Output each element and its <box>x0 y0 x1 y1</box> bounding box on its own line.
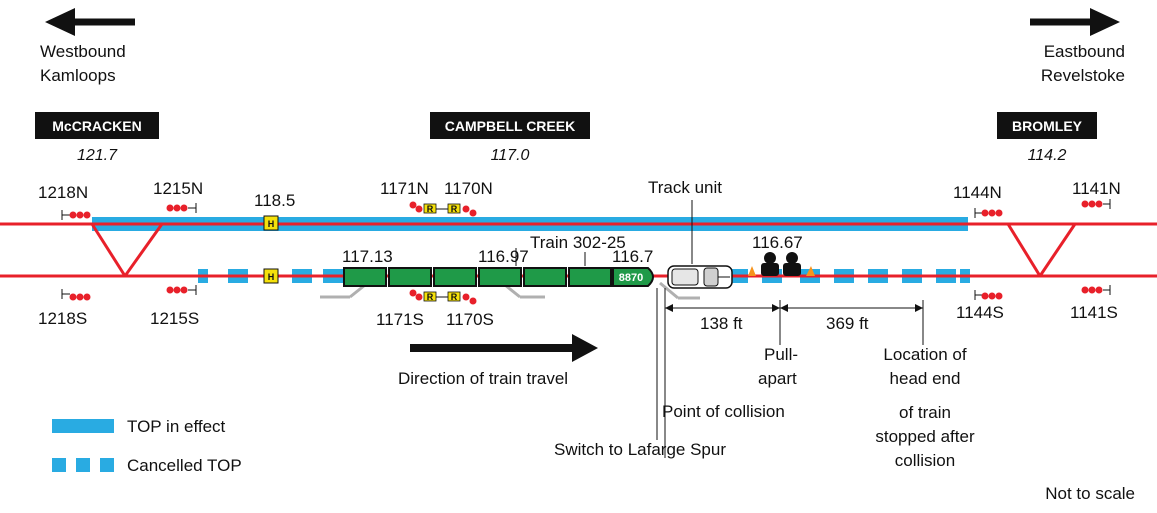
signal-1141N: 1141N <box>1072 179 1121 209</box>
milepost-116-67: 116.67 <box>752 233 803 252</box>
signal-1215S: 1215S <box>150 285 199 328</box>
signal-1171N-1170N-icon: R R <box>409 201 477 217</box>
train-label: Train 302-25 <box>530 233 626 252</box>
signal-label: 1144S <box>956 303 1004 322</box>
station-name: CAMPBELL CREEK <box>445 118 575 134</box>
h-marker-letter: H <box>268 219 275 229</box>
eastbound-city: Revelstoke <box>1041 66 1125 85</box>
station-mile: 121.7 <box>77 147 118 164</box>
location-line-3: of train <box>899 403 951 422</box>
westbound-label: Westbound <box>40 42 126 61</box>
westbound-city: Kamloops <box>40 66 116 85</box>
train-302-25: 8870 <box>343 267 654 287</box>
station-mile: 117.0 <box>491 147 530 164</box>
train-car <box>523 267 567 287</box>
eastbound-label: Eastbound <box>1044 42 1125 61</box>
distance-markers <box>656 288 924 458</box>
legend-solid-swatch <box>52 419 114 433</box>
signal-1144N: 1144N <box>953 183 1003 218</box>
train-car <box>388 267 432 287</box>
truck-icon <box>667 265 733 289</box>
signal-1215N: 1215N <box>153 179 203 213</box>
station-bromley: BROMLEY 114.2 <box>997 112 1097 164</box>
station-campbell-creek: CAMPBELL CREEK 117.0 <box>430 112 590 164</box>
distance-369: 369 ft <box>826 314 869 333</box>
signal-1171N-label: 1171N <box>380 179 429 198</box>
west-crossover <box>90 223 164 277</box>
arrow-head <box>772 304 780 312</box>
signal-label: 1218S <box>38 309 87 328</box>
pull-apart-2: apart <box>758 369 797 388</box>
location-line-2: head end <box>890 369 961 388</box>
h-marker-south: H <box>263 268 279 284</box>
signal-1218S: 1218S <box>38 289 91 328</box>
signal-1170N-label: 1170N <box>444 179 493 198</box>
eastbound-arrow-icon <box>1030 8 1120 36</box>
sign-letter: R <box>451 204 458 214</box>
legend-dashed-label: Cancelled TOP <box>127 456 242 475</box>
pull-apart-1: Pull- <box>764 345 798 364</box>
signal-1171S-1170S-icon: R R <box>409 289 477 305</box>
location-line-5: collision <box>895 451 955 470</box>
signal-label: 1215S <box>150 309 199 328</box>
point-of-collision-label: Point of collision <box>662 402 785 421</box>
milepost-117-13: 117.13 <box>342 247 393 266</box>
train-car <box>343 267 387 287</box>
train-car <box>478 267 522 287</box>
direction-arrow-icon <box>410 334 598 362</box>
locomotive-number: 8870 <box>619 272 643 284</box>
legend-dashed-swatch <box>52 458 114 472</box>
signal-1141S: 1141S <box>1070 285 1118 322</box>
sign-letter: R <box>451 292 458 302</box>
signal-label: 1141N <box>1072 179 1121 198</box>
signal-1144S: 1144S <box>956 290 1004 322</box>
signal-label: 1215N <box>153 179 203 198</box>
sign-letter: R <box>427 292 434 302</box>
signal-label: 1144N <box>953 183 1002 202</box>
signal-label: 1141S <box>1070 303 1118 322</box>
distance-138: 138 ft <box>700 314 743 333</box>
train-car <box>433 267 477 287</box>
station-mile: 114.2 <box>1028 147 1067 164</box>
east-crossover <box>1006 223 1077 277</box>
locomotive <box>612 267 654 287</box>
milepost-116-7: 116.7 <box>612 247 653 266</box>
westbound-arrow-icon <box>45 8 135 36</box>
arrow-head <box>915 304 923 312</box>
legend: TOP in effect Cancelled TOP <box>52 417 242 475</box>
direction-label: Direction of train travel <box>398 369 568 388</box>
station-name: McCRACKEN <box>52 118 141 134</box>
location-line-1: Location of <box>883 345 966 364</box>
workers-icon <box>748 252 815 276</box>
milepost-116-97: 116.97 <box>478 247 529 266</box>
switch-label: Switch to Lafarge Spur <box>554 440 726 459</box>
station-mccracken: McCRACKEN 121.7 <box>35 112 159 164</box>
sign-letter: R <box>427 204 434 214</box>
signal-1171S-label: 1171S <box>376 310 424 329</box>
signal-1170S-label: 1170S <box>446 310 494 329</box>
h-marker-north: 118.5 H <box>254 191 295 231</box>
legend-solid-label: TOP in effect <box>127 417 226 436</box>
spur-lines <box>320 281 700 300</box>
h-marker-letter: H <box>268 272 275 282</box>
not-to-scale-label: Not to scale <box>1045 484 1135 503</box>
signal-1218N: 1218N <box>38 183 91 220</box>
signal-label: 1218N <box>38 183 88 202</box>
arrow-head <box>780 304 788 312</box>
arrow-head <box>665 304 673 312</box>
train-car <box>568 267 612 287</box>
station-name: BROMLEY <box>1012 118 1083 134</box>
track-unit-label: Track unit <box>648 178 722 197</box>
location-line-4: stopped after <box>875 427 975 446</box>
milepost-118-5: 118.5 <box>254 191 295 210</box>
